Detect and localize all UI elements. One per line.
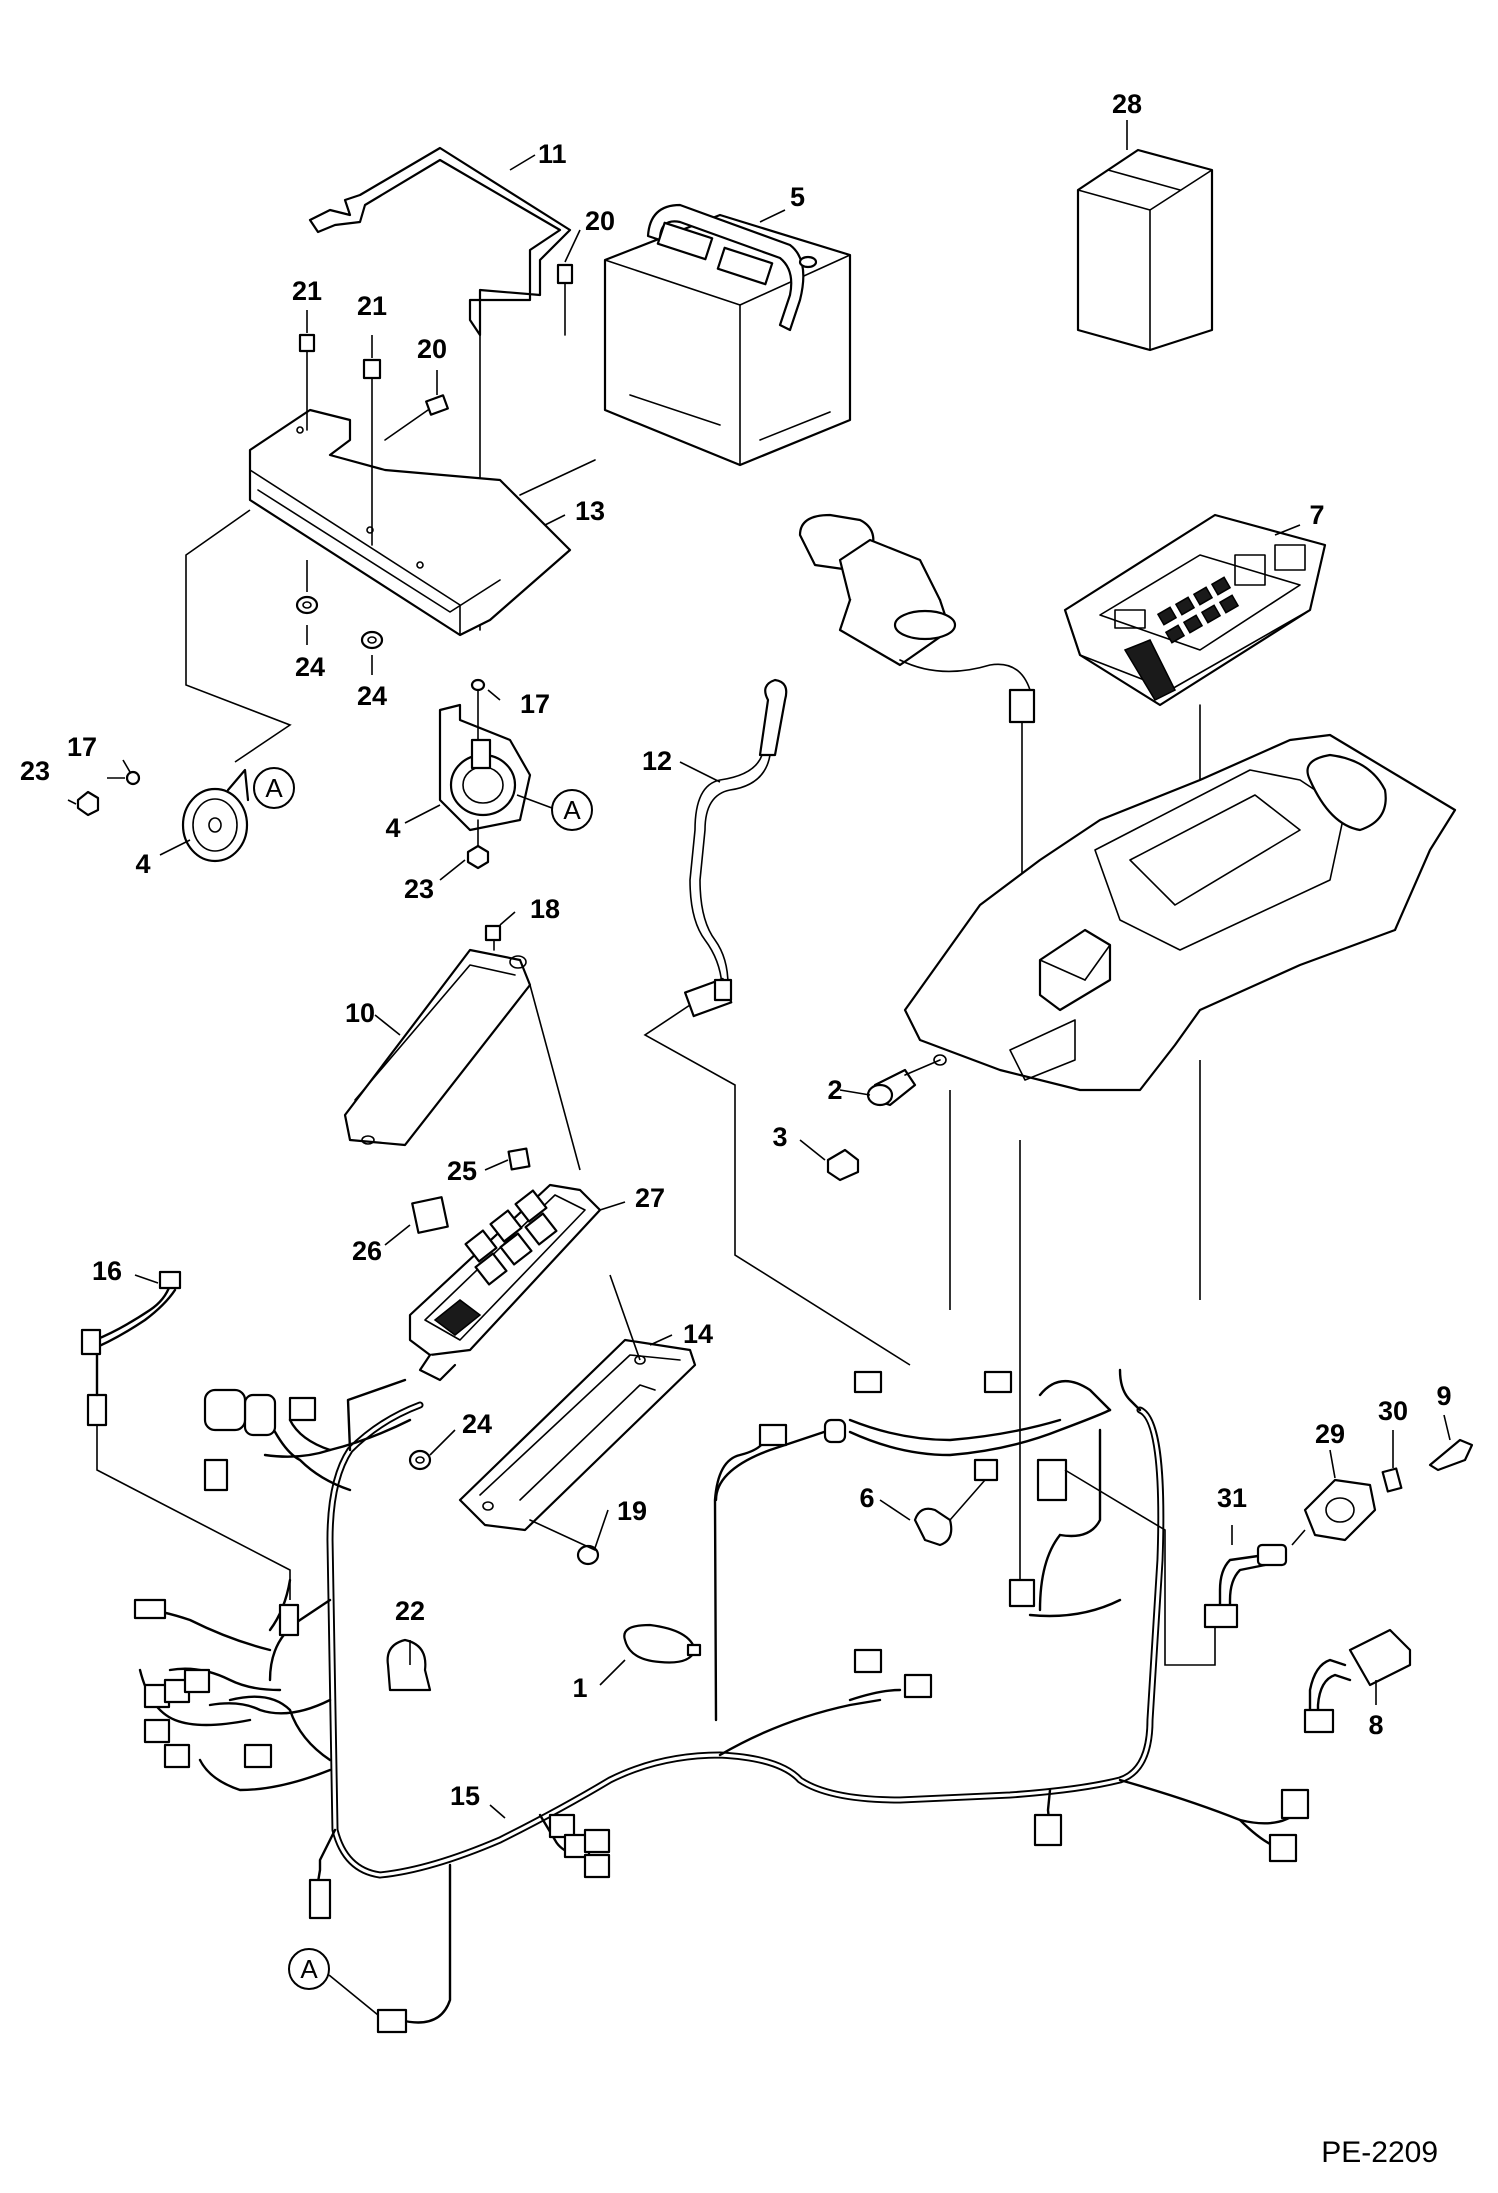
callout-19: 19 xyxy=(617,1496,647,1526)
drawing-code: PE-2209 xyxy=(1321,2136,1438,2169)
detail-ref-a-3-label: A xyxy=(300,1954,318,1984)
callout-24-b: 24 xyxy=(357,681,387,711)
detail-ref-a-3: A xyxy=(288,1948,379,2016)
fuse-bracket xyxy=(458,1274,697,1532)
callout-29: 29 xyxy=(1315,1419,1345,1449)
callout-23-right: 23 xyxy=(404,874,434,904)
callout-16: 16 xyxy=(92,1256,122,1286)
callout-24-c: 24 xyxy=(462,1409,492,1439)
relay-26 xyxy=(411,1196,449,1234)
callout-9: 9 xyxy=(1436,1381,1451,1411)
horn-right xyxy=(438,679,532,832)
bolt-20-b xyxy=(556,263,574,336)
battery xyxy=(603,203,852,467)
bolt-19 xyxy=(529,1519,600,1566)
callout-18: 18 xyxy=(530,894,560,924)
battery-tray xyxy=(248,408,596,637)
cable-tie-1 xyxy=(623,1623,702,1664)
clamp-22 xyxy=(386,1638,432,1692)
callout-17-left: 17 xyxy=(67,732,97,762)
callout-12: 12 xyxy=(642,746,672,776)
screw-18 xyxy=(484,924,502,942)
callout-6: 6 xyxy=(859,1483,874,1513)
detail-ref-a-2: A xyxy=(516,789,593,831)
washer-17-right xyxy=(470,678,486,692)
callout-1: 1 xyxy=(572,1673,587,1703)
callout-30: 30 xyxy=(1378,1396,1408,1426)
nut-24-b xyxy=(360,630,384,650)
joystick xyxy=(798,513,1036,1009)
bolt-21-a xyxy=(298,333,316,431)
relay-25 xyxy=(507,1147,531,1171)
callout-21-a: 21 xyxy=(292,276,322,306)
washer-17-left xyxy=(125,770,141,786)
console xyxy=(903,733,1457,1600)
clip-3 xyxy=(826,1148,860,1182)
detail-ref-a-1: A xyxy=(253,767,295,809)
callout-26: 26 xyxy=(352,1236,382,1266)
kit-box xyxy=(1076,148,1214,352)
horn-left xyxy=(181,768,250,863)
callout-28: 28 xyxy=(1112,89,1142,119)
grommet-6 xyxy=(913,1479,986,1547)
fuse-cover xyxy=(343,939,581,1171)
main-harness xyxy=(133,1368,1310,2034)
callout-3: 3 xyxy=(772,1122,787,1152)
nut-23-left xyxy=(76,790,100,817)
bulb-9 xyxy=(1428,1438,1474,1472)
nut-24-a xyxy=(295,560,319,615)
socket-29 xyxy=(1303,1478,1377,1542)
callout-22: 22 xyxy=(395,1596,425,1626)
callout-20-a: 20 xyxy=(585,206,615,236)
lamp-harness-8 xyxy=(1303,1628,1412,1734)
callout-27: 27 xyxy=(635,1183,665,1213)
nut-24-c xyxy=(408,1449,432,1471)
callout-13: 13 xyxy=(575,496,605,526)
callout-21-b: 21 xyxy=(357,291,387,321)
lever xyxy=(684,678,788,1018)
control-panel xyxy=(1063,513,1327,891)
clip-30 xyxy=(1381,1467,1403,1493)
callout-31: 31 xyxy=(1217,1483,1247,1513)
detail-ref-a-1-label: A xyxy=(265,773,283,803)
callout-23-left: 23 xyxy=(20,756,50,786)
callout-10: 10 xyxy=(345,998,375,1028)
callout-14: 14 xyxy=(683,1319,713,1349)
callout-8: 8 xyxy=(1368,1710,1383,1740)
callout-4-left: 4 xyxy=(135,849,150,879)
callout-25: 25 xyxy=(447,1156,477,1186)
switch-2 xyxy=(866,1059,941,1107)
callout-11: 11 xyxy=(538,139,567,169)
callout-15: 15 xyxy=(450,1781,480,1811)
lamp-harness-31 xyxy=(1203,1529,1306,1629)
detail-ref-a-2-label: A xyxy=(563,795,581,825)
callout-2: 2 xyxy=(827,1075,842,1105)
callout-leaders xyxy=(67,120,1451,1819)
callout-labels: 11 20 5 28 21 21 20 13 24 24 17 17 23 4 … xyxy=(20,89,1452,1811)
callout-7: 7 xyxy=(1309,500,1324,530)
callout-20-b: 20 xyxy=(417,334,447,364)
callout-17-right: 17 xyxy=(520,689,550,719)
callout-4-right: 4 xyxy=(385,813,400,843)
nut-23-right xyxy=(466,819,490,870)
fuse-block xyxy=(408,1183,602,1382)
bolt-21-b xyxy=(362,358,382,546)
callout-24-a: 24 xyxy=(295,652,325,682)
bolt-20-a xyxy=(384,394,449,441)
callout-5: 5 xyxy=(790,182,805,212)
